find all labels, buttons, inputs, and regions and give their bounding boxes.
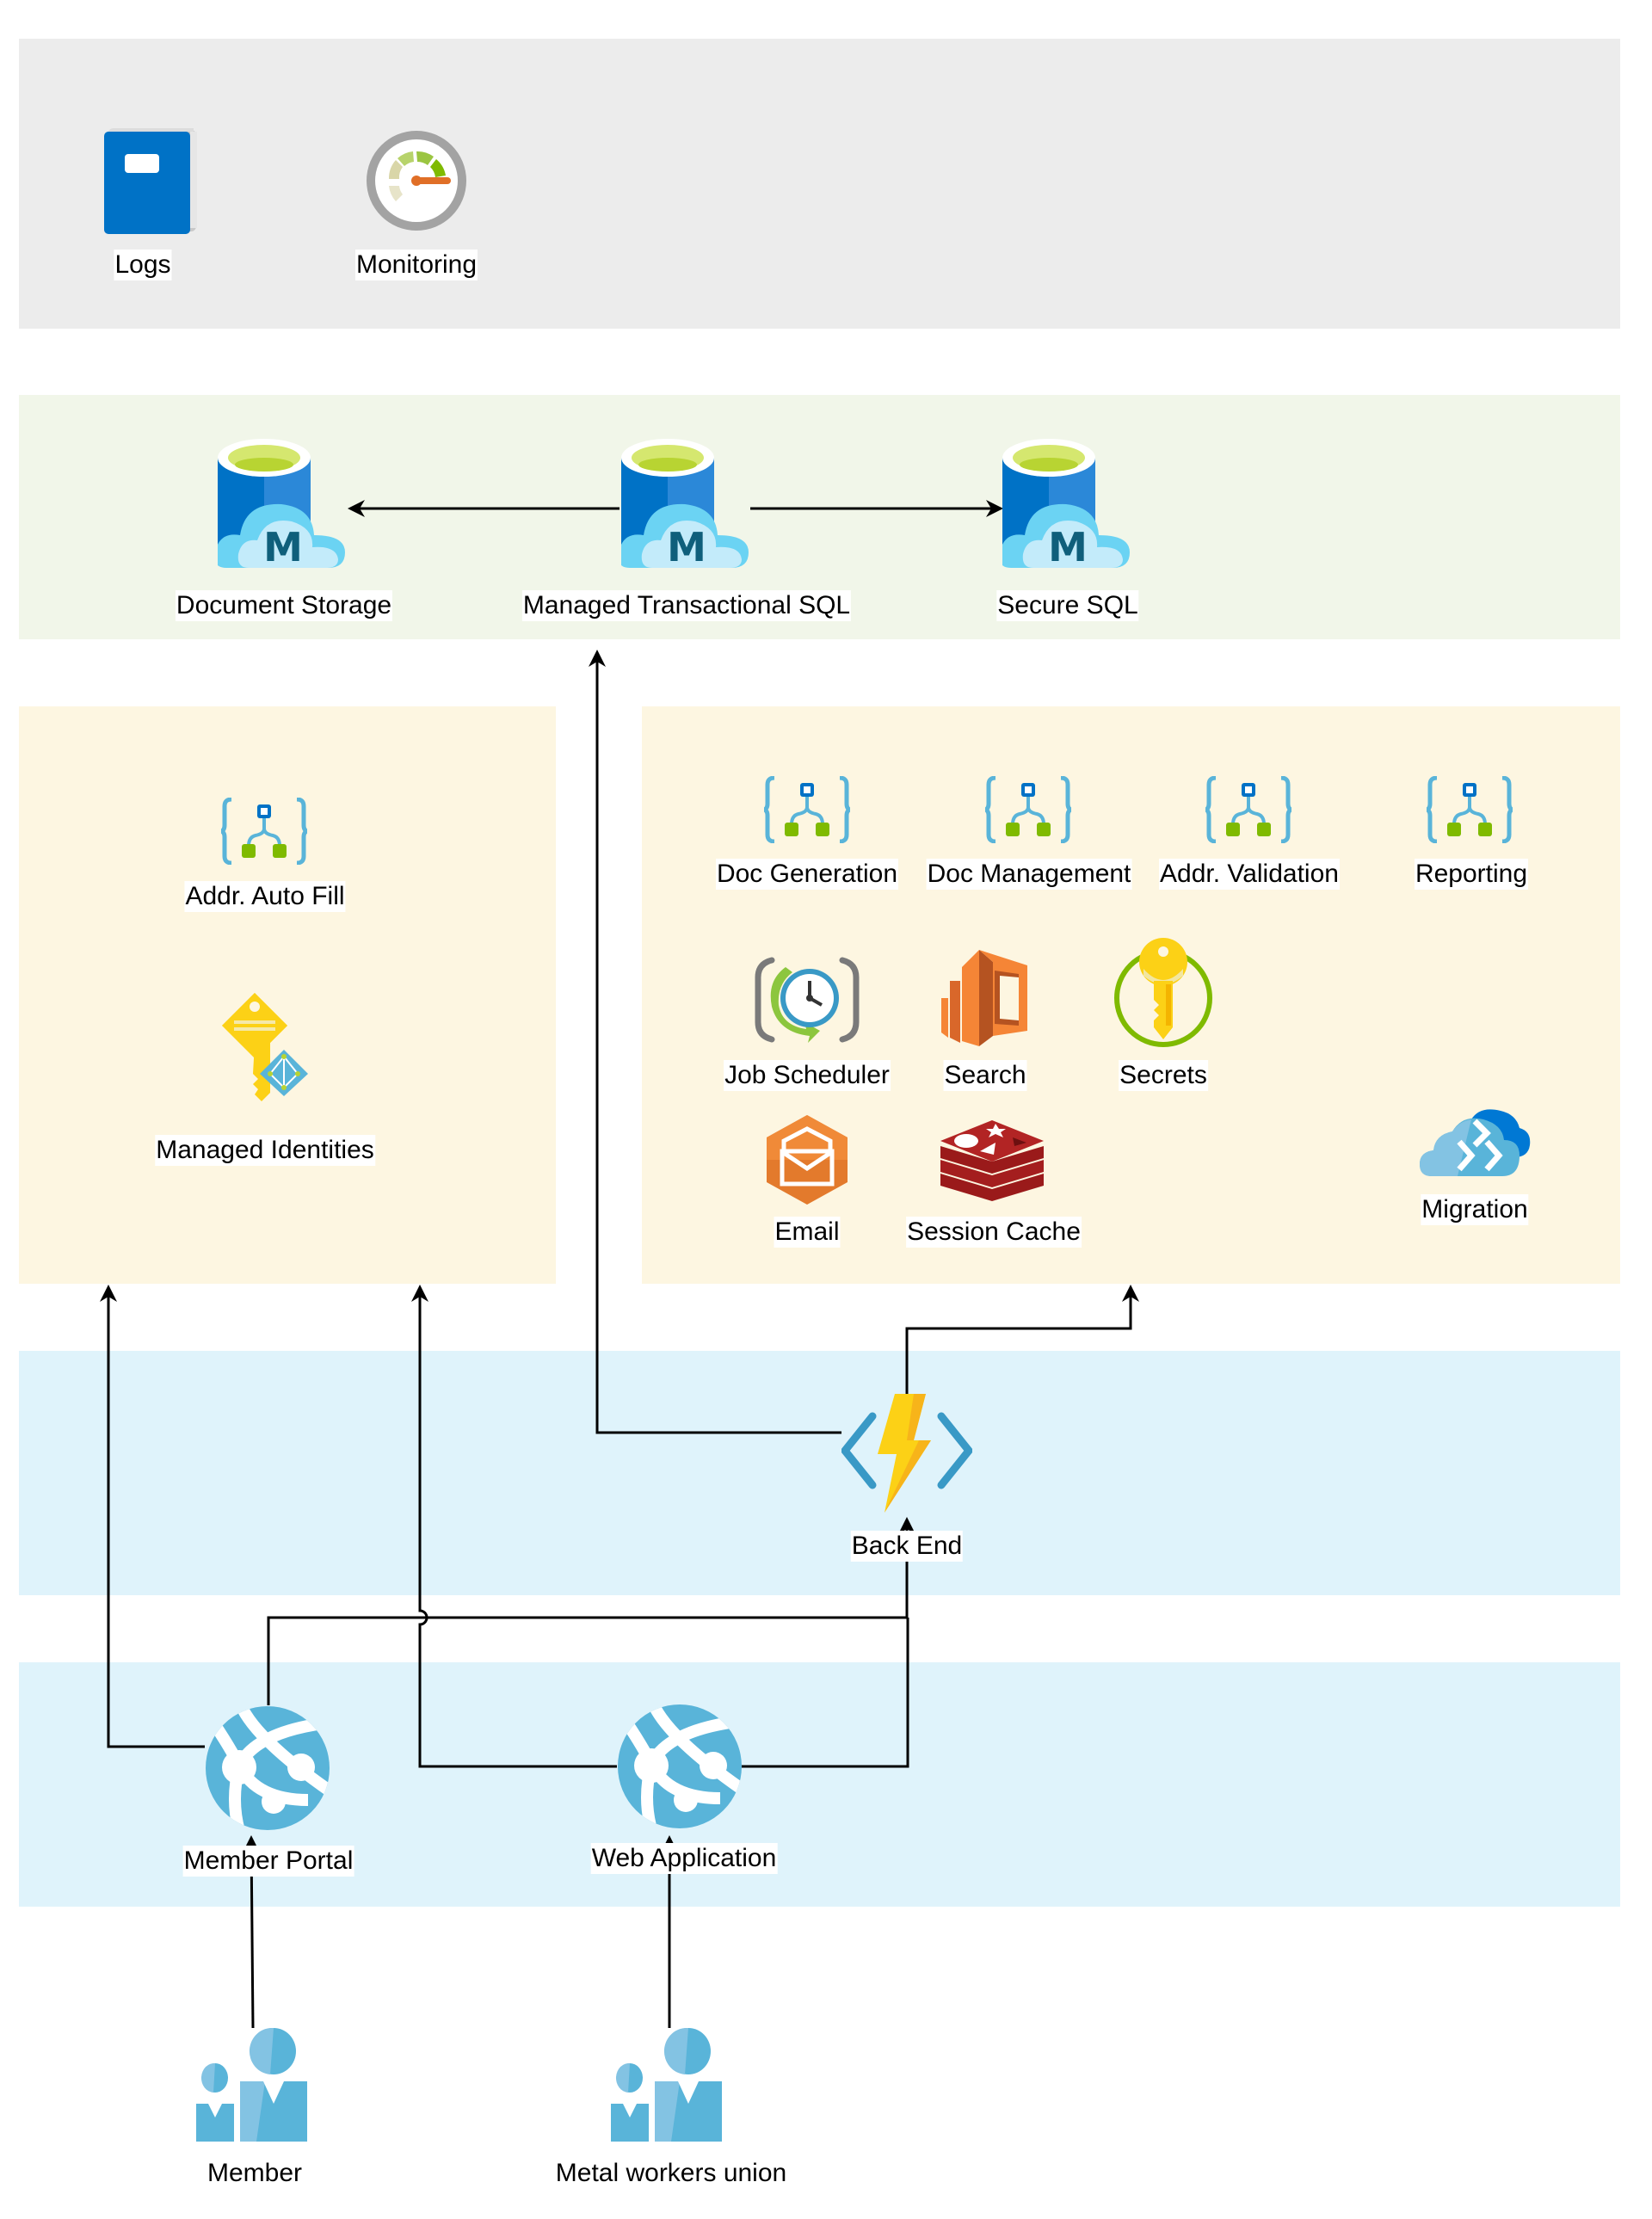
logic-app-icon[interactable]: [985, 776, 1071, 843]
logic-app-icon[interactable]: [764, 776, 850, 843]
key-vault-icon[interactable]: [1113, 938, 1214, 1048]
doc-generation-label: Doc Generation: [715, 859, 899, 890]
member-label: Member: [206, 2158, 304, 2189]
logic-app-icon[interactable]: [221, 798, 307, 865]
secure-sql-label: Secure SQL: [996, 590, 1139, 621]
backend-group: [19, 1351, 1620, 1595]
email-label: Email: [774, 1217, 841, 1248]
migration-label: Migration: [1421, 1194, 1529, 1225]
users-icon[interactable]: [196, 2028, 310, 2142]
doc-management-label: Doc Management: [926, 859, 1132, 890]
job-scheduler-label: Job Scheduler: [724, 1060, 891, 1091]
svg-text:M: M: [1048, 524, 1088, 570]
gauge-icon[interactable]: [363, 127, 470, 234]
managed-database-icon[interactable]: M: [621, 439, 750, 572]
managed-database-icon[interactable]: M: [218, 439, 347, 572]
monitoring-label: Monitoring: [354, 250, 478, 280]
managed-database-icon[interactable]: M: [1002, 439, 1131, 572]
elasticsearch-icon[interactable]: [941, 941, 1029, 1046]
book-icon[interactable]: [104, 126, 200, 234]
shared-services-group: [19, 706, 556, 1284]
managed-identity-key-icon[interactable]: [220, 991, 310, 1103]
function-app-icon[interactable]: [841, 1394, 972, 1514]
reporting-label: Reporting: [1414, 859, 1529, 890]
email-service-icon[interactable]: [767, 1115, 848, 1205]
transactional-sql-label: Managed Transactional SQL: [521, 590, 852, 621]
session-cache-label: Session Cache: [906, 1217, 1082, 1248]
redis-cache-icon[interactable]: [940, 1117, 1044, 1203]
scheduler-clock-icon[interactable]: [755, 955, 860, 1045]
metal-workers-union-label: Metal workers union: [554, 2158, 788, 2189]
app-service-icon[interactable]: [205, 1705, 330, 1831]
doc-storage-label: Document Storage: [175, 590, 393, 621]
observability-group: [19, 39, 1620, 329]
member-portal-label: Member Portal: [182, 1846, 354, 1877]
secrets-label: Secrets: [1119, 1060, 1208, 1091]
cloud-migration-icon[interactable]: [1420, 1106, 1532, 1176]
search-label: Search: [943, 1060, 1027, 1091]
app-service-icon[interactable]: [617, 1704, 743, 1829]
svg-text:M: M: [263, 524, 303, 570]
web-application-label: Web Application: [590, 1843, 778, 1874]
addr-auto-fill-label: Addr. Auto Fill: [184, 881, 346, 912]
users-icon[interactable]: [611, 2028, 724, 2142]
back-end-label: Back End: [850, 1531, 964, 1562]
managed-identities-label: Managed Identities: [155, 1135, 375, 1166]
svg-text:M: M: [667, 524, 706, 570]
logic-app-icon[interactable]: [1205, 776, 1291, 843]
addr-validation-label: Addr. Validation: [1159, 859, 1340, 890]
logs-label: Logs: [114, 250, 172, 280]
logic-app-icon[interactable]: [1427, 776, 1513, 843]
